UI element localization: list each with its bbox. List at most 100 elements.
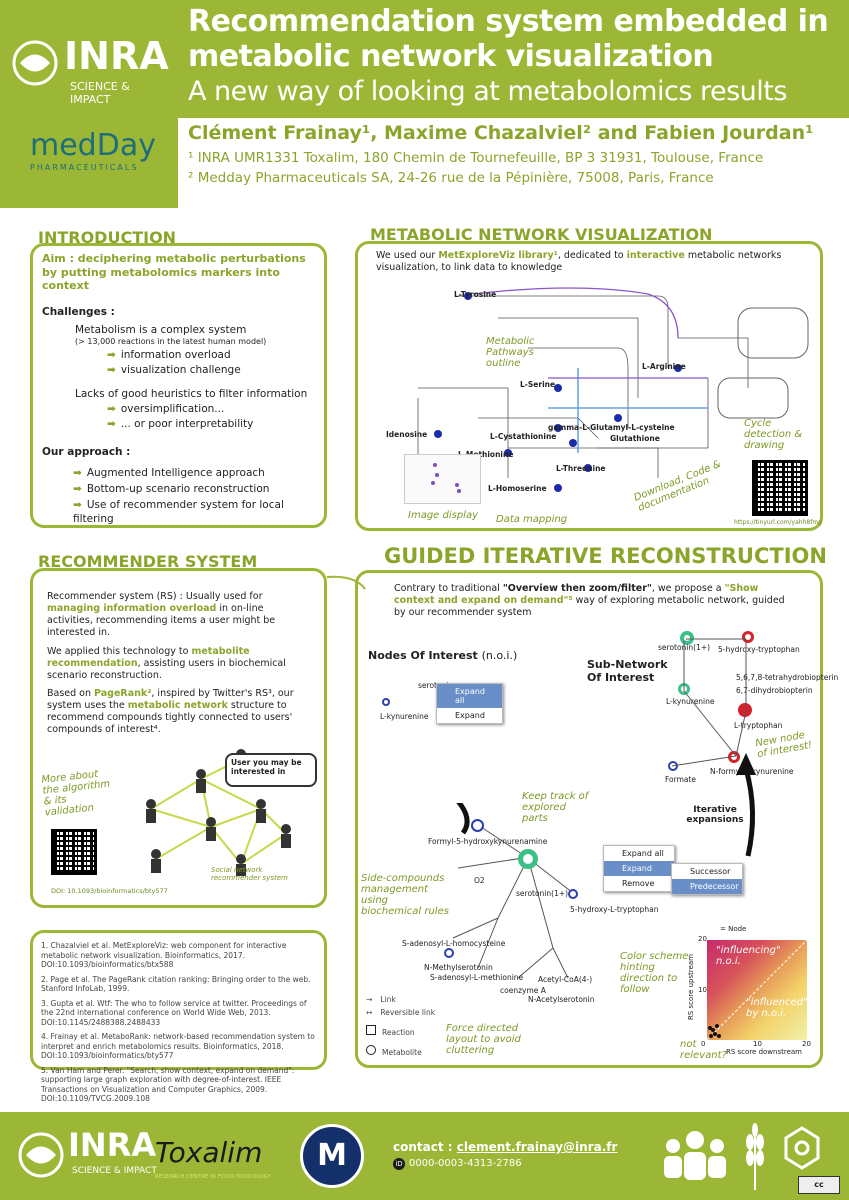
approach-3: ➡Use of recommender system for local fil… [73, 499, 284, 525]
label-acetylcoa: Acetyl-CoA(4-) [538, 975, 593, 984]
challenges-label: Challenges : [42, 306, 115, 318]
recsys-box: Recommender system (RS) : Usually used f… [30, 568, 327, 908]
inra-tagline: SCIENCE & IMPACT [70, 80, 130, 106]
affiliation-1: ¹ INRA UMR1331 Toxalim, 180 Chemin de To… [188, 150, 764, 166]
arrow-icon: ➡ [107, 349, 116, 361]
recsys-p3: Based on PageRank², inspired by Twitter'… [47, 688, 294, 735]
label-serotonin: serotonin [418, 681, 453, 690]
netviz-title: METABOLIC NETWORK VISUALIZATION [370, 225, 713, 244]
contact-email[interactable]: clement.frainay@inra.fr [456, 1140, 618, 1154]
graph-legend: → Link ↔ Reversible link Reaction Metabo… [366, 993, 435, 1059]
subnet-5htp[interactable] [742, 631, 754, 643]
poster-title: Recommendation system embedded in metabo… [188, 4, 829, 74]
submenu-successor[interactable]: Successor [690, 867, 731, 876]
scatter-plot-area [706, 939, 808, 1041]
challenge-1b: ➡visualization challenge [107, 364, 241, 376]
arrow-icon: ➡ [73, 483, 82, 495]
scatter-xlabel: RS score downstream [726, 1048, 802, 1056]
footer: INRA SCIENCE & IMPACT Toxalim RESEARCH C… [0, 1112, 849, 1200]
social-network-diagram [146, 749, 291, 876]
label-formylkynurenamine: Formyl-5-hydroxykynurenamine [428, 837, 548, 846]
footer-inra-name: INRA [68, 1126, 157, 1164]
menu2-remove[interactable]: Remove [622, 879, 655, 888]
netviz-qr-code[interactable] [752, 460, 808, 516]
submenu-expand: Successor Predecessor [671, 863, 743, 895]
challenge-2: Lacks of good heuristics to filter infor… [75, 388, 308, 400]
challenge-2b: ➡... or poor interpretability [107, 418, 254, 430]
node-serotonin-1plus[interactable] [518, 849, 538, 869]
social-network-caption: Social network recommender system [211, 866, 288, 882]
intro-aim: Aim : deciphering metabolic perturbation… [42, 252, 306, 292]
annotation-keep-track: Keep track of explored parts [522, 791, 589, 824]
embedded-boxplot-image [404, 454, 481, 504]
challenge-1-note: (> 13,000 reactions in the latest human … [75, 337, 267, 346]
label-acetylserotonin: N-Acetylserotonin [528, 995, 595, 1004]
inra-logo: INRA SCIENCE & IMPACT [12, 34, 169, 106]
recsys-qr-code[interactable] [51, 829, 97, 875]
label-methylserotonin: N-Methylserotonin [424, 963, 493, 972]
label-serotonin-1plus: serotonin(1+) [516, 889, 569, 898]
node-kynurenine[interactable] [382, 698, 390, 706]
toxalim-tagline: RESEARCH CENTRE IN FOOD TOXICOLOGY [155, 1174, 271, 1180]
submenu-predecessor[interactable]: Predecessor [672, 879, 742, 894]
menu-expand-all[interactable]: Expand all [437, 684, 502, 708]
annotation-data: Data mapping [496, 514, 568, 525]
recsys-p1: Recommender system (RS) : Usually used f… [47, 591, 276, 638]
guided-box: Contrary to traditional "Overview then z… [355, 570, 838, 1068]
annotation-force-layout: Force directed layout to avoid clutterin… [446, 1023, 521, 1056]
reference-3: 3. Gupta et al. Wtf: The who to follow s… [41, 998, 307, 1027]
affiliation-2: ² Medday Pharmaceuticals SA, 24-26 rue d… [188, 170, 714, 186]
arrow-icon: ➡ [73, 499, 82, 511]
menu2-expand[interactable]: Expand [604, 861, 674, 876]
header-title-panel [178, 0, 849, 118]
node-formylkynurenamine[interactable] [471, 819, 484, 832]
poster-subtitle: A new way of looking at metabolomics res… [188, 76, 787, 107]
annotation-color-scheme: Color scheme hinting direction to follow [620, 951, 689, 995]
scatter-ylabel: RS score upstream [686, 954, 695, 1020]
arrow-icon: ➡ [107, 418, 116, 430]
node-methylserotonin[interactable] [444, 948, 454, 958]
netviz-intro: We used our MetExploreViz library¹, dedi… [376, 250, 782, 273]
scatter-xtick-10: 10 [753, 1040, 762, 1048]
arrow-icon: ➡ [107, 364, 116, 376]
scatter-annotation-influencing: "influencing" n.o.i. [716, 945, 781, 967]
recommendation-bubble: User you may be interested in [225, 753, 317, 787]
header-logo-panel [0, 0, 178, 208]
cc-license-badge[interactable]: cc [798, 1176, 840, 1194]
challenge-1a: ➡information overload [107, 349, 231, 361]
noi-label: Nodes Of Interest (n.o.i.) [368, 649, 518, 662]
label-coa: coenzyme A [500, 986, 546, 995]
netviz-url[interactable]: https://tinyurl.com/yahh8fmg [734, 519, 822, 526]
context-menu-1: Expand all Expand [436, 683, 503, 724]
node-hydroxytryptophan[interactable] [568, 889, 578, 899]
metabolic-network-graph [417, 287, 809, 492]
wheat-icon [746, 1123, 764, 1190]
medday-tagline: PHARMACEUTICALS [30, 163, 139, 172]
reference-5: 5. Van Ham and Perer. "Search, show cont… [41, 1065, 295, 1104]
scatter-annotation-not-relevant: not relevant? [680, 1039, 727, 1061]
guided-intro: Contrary to traditional "Overview then z… [394, 583, 785, 618]
recsys-p2: We applied this technology to metabolite… [47, 646, 286, 681]
footer-inra-emblem-icon [18, 1132, 64, 1178]
arrow-icon: ➡ [73, 467, 82, 479]
node-label-cystathionine: L-Cystathionine [490, 432, 557, 441]
legend-reaction: Reaction [366, 1025, 435, 1039]
metatoul-logo: M [300, 1124, 364, 1188]
recsys-title: RECOMMENDER SYSTEM [38, 552, 258, 571]
node-label-glutamylcysteine: gamma-L-Glutamyl-L-cysteine [548, 423, 675, 432]
orcid-id[interactable]: 0000-0003-4313-2786 [409, 1158, 522, 1169]
reference-4: 4. Frainay et al. MetaboRank: network-ba… [41, 1032, 315, 1060]
approach-2: ➡Bottom-up scenario reconstruction [73, 483, 270, 495]
node-label-homoserine: L-Homoserine [488, 484, 547, 493]
node-label-methionine: L-Methionine [458, 450, 514, 459]
menu-expand[interactable]: Expand [455, 711, 485, 720]
recsys-doi[interactable]: DOI: 10.1093/bioinformatics/bty577 [51, 887, 168, 895]
annotation-image: Image display [408, 510, 479, 521]
references-box: 1. Chazalviel et al. MetExploreViz: web … [30, 930, 327, 1103]
authors: Clément Frainay¹, Maxime Chazalviel² and… [188, 122, 814, 144]
iterative-expansions-label: Iterative expansions [686, 805, 744, 825]
node-label-threonine: L-Threonine [556, 464, 606, 473]
annotation-pathways: Metabolic Pathways outline [486, 336, 535, 369]
menu2-expand-all[interactable]: Expand all [622, 849, 664, 858]
